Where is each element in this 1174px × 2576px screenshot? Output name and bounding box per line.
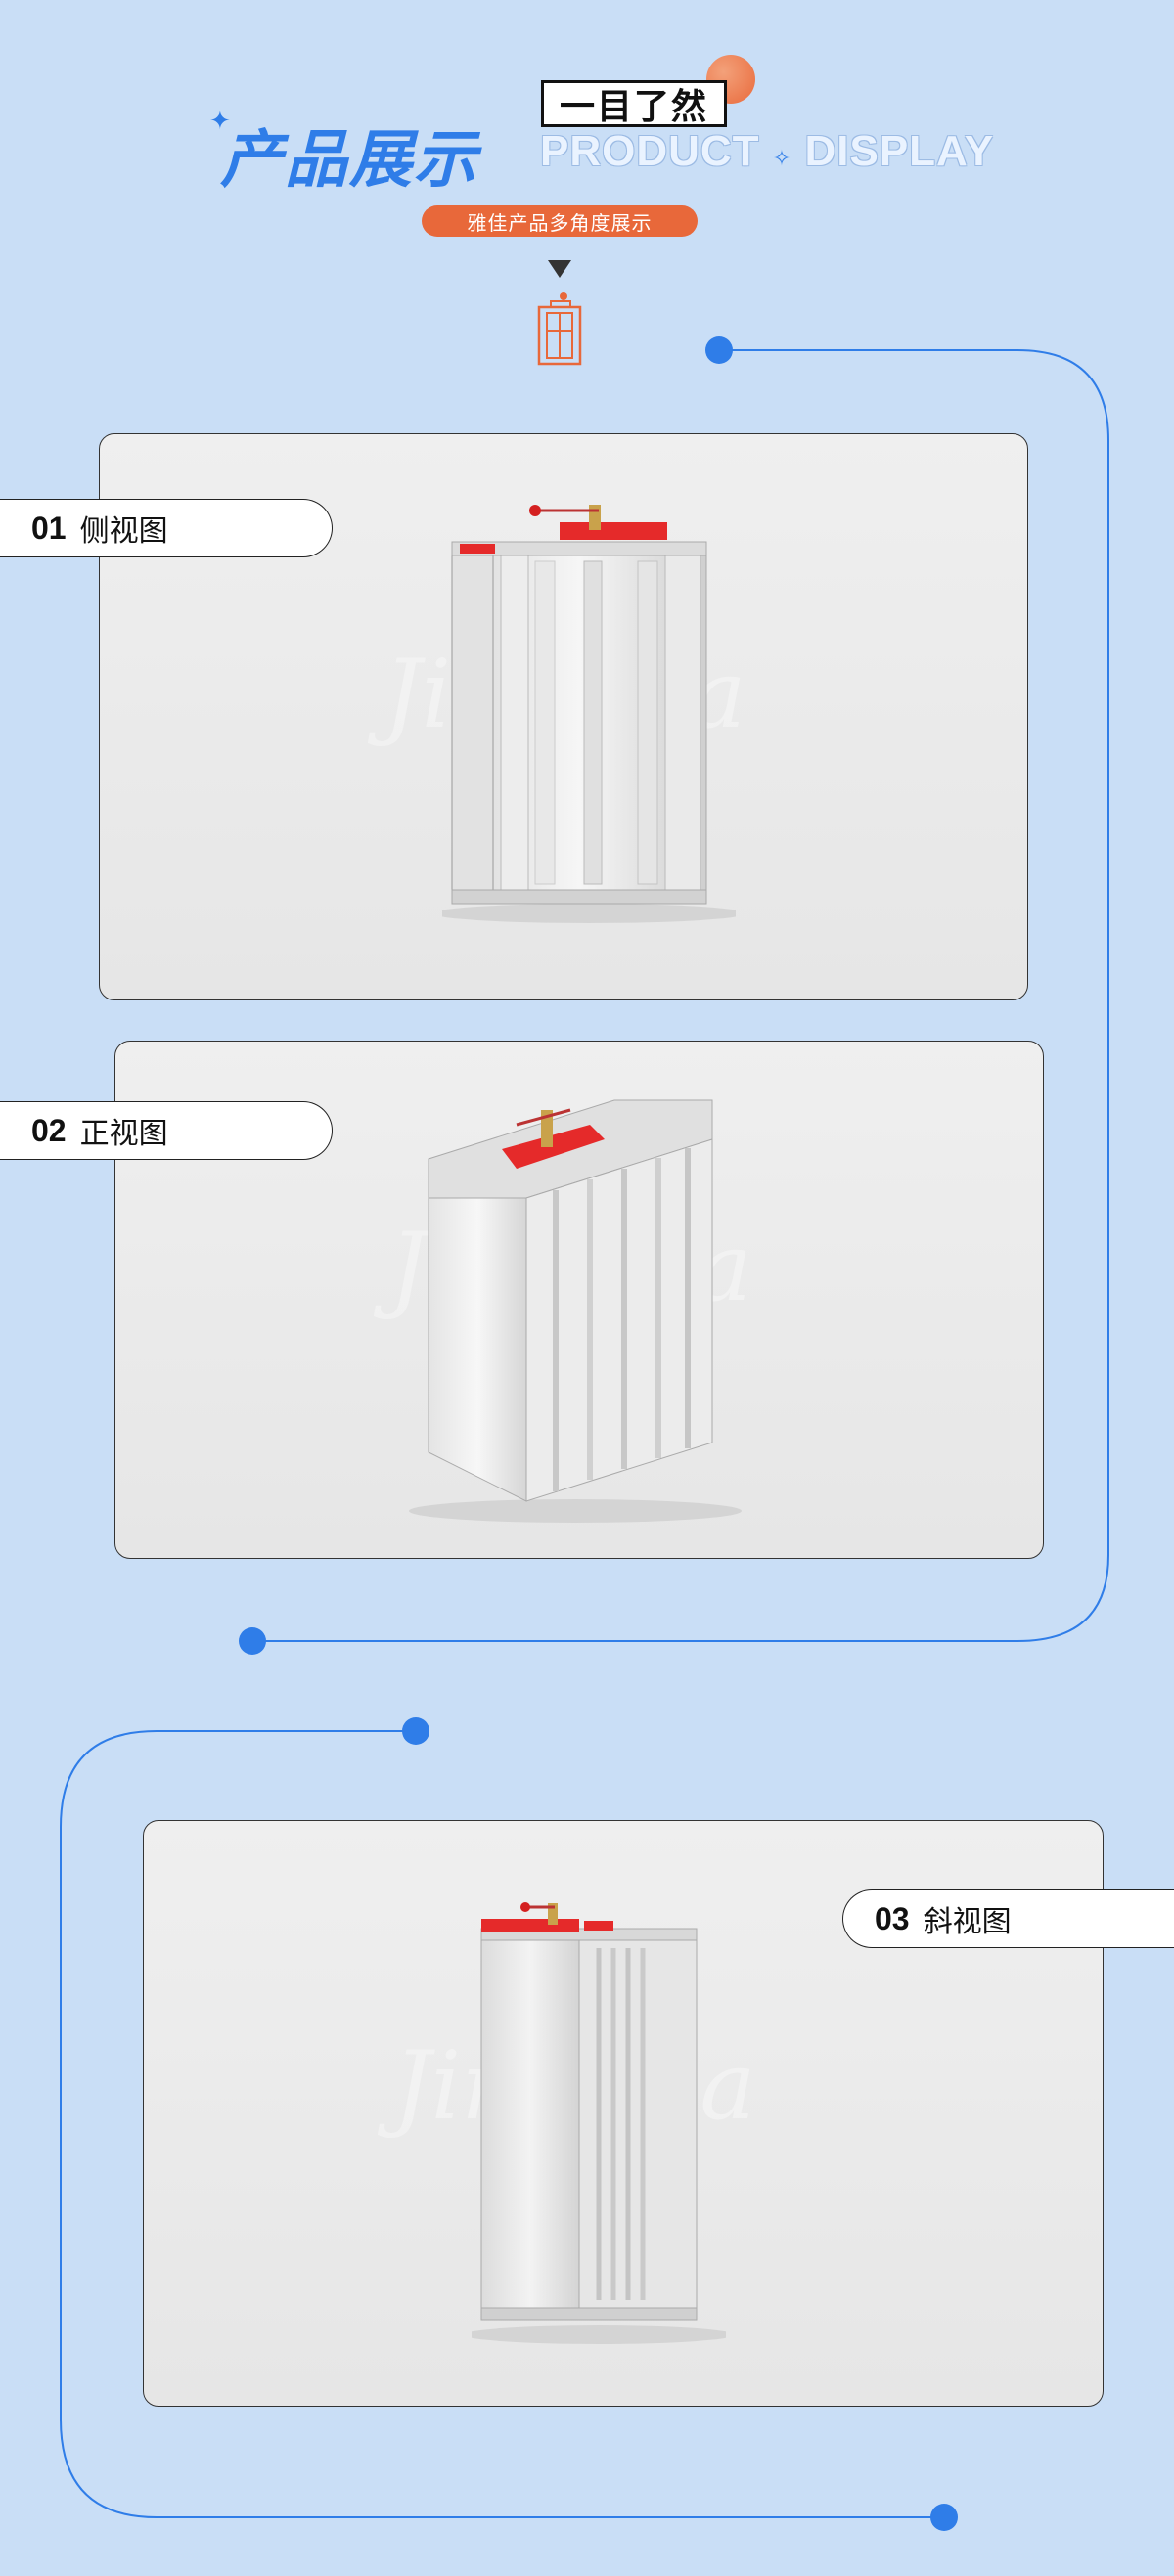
- subtitle-pill: 雅佳产品多角度展示: [422, 205, 698, 237]
- view-label-front: 02 正视图: [0, 1101, 333, 1160]
- view-label-oblique: 03 斜视图: [842, 1889, 1174, 1948]
- view-number: 03: [875, 1900, 910, 1936]
- title-en-left: PRODUCT: [540, 127, 760, 175]
- view-label-side: 01 侧视图: [0, 499, 333, 557]
- page-title-en: PRODUCT ✧ DISPLAY: [540, 127, 994, 176]
- down-arrow-icon: [548, 260, 571, 278]
- page-title: 产品展示: [220, 124, 478, 195]
- damper-front-image: [409, 1099, 742, 1523]
- damper-icon: [537, 292, 582, 366]
- damper-side-image: [442, 505, 736, 923]
- badge: 一目了然: [541, 80, 727, 127]
- title-en-right: DISPLAY: [804, 127, 995, 175]
- damper-oblique-image: [472, 1902, 726, 2344]
- sparkle-icon: ✧: [772, 146, 792, 170]
- dot-marker: [930, 2504, 958, 2531]
- view-name: 侧视图: [79, 515, 168, 548]
- view-number: 02: [31, 1112, 67, 1148]
- view-number: 01: [31, 510, 67, 546]
- dot-marker: [705, 336, 733, 364]
- view-name: 斜视图: [923, 1906, 1012, 1938]
- dot-marker: [402, 1717, 429, 1745]
- sparkle-icon: ✦: [209, 106, 231, 135]
- view-name: 正视图: [79, 1118, 168, 1150]
- dot-marker: [239, 1627, 266, 1655]
